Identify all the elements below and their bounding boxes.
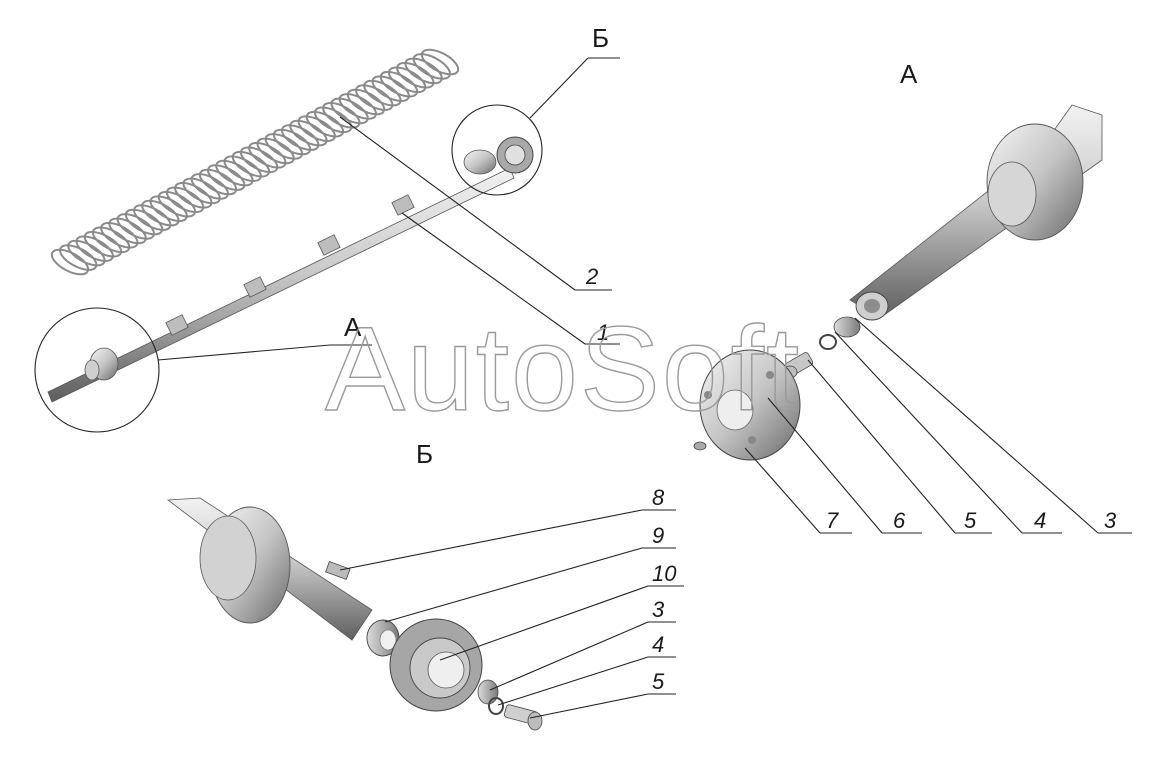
spring-coil [215, 159, 254, 187]
spring-coil [313, 106, 353, 134]
spring-coil [371, 75, 410, 103]
spring-coil [190, 173, 229, 200]
spring-coil [322, 101, 361, 129]
callout-3-a: 3 [1104, 508, 1117, 533]
callout-3-b: 3 [652, 597, 665, 622]
leader-lines [157, 57, 1132, 719]
detail-circle-a [34, 307, 160, 433]
spring-coil [198, 168, 238, 196]
key-8 [325, 561, 351, 580]
spring-coil [420, 48, 460, 76]
detail-a-assembly [693, 104, 1103, 461]
small-sprocket [496, 136, 534, 174]
view-label-b-top: Б [592, 23, 609, 53]
spring-coil [83, 230, 123, 258]
callout-6: 6 [893, 508, 906, 533]
view-label-b-detail: Б [416, 439, 433, 469]
spring-coil [289, 119, 328, 147]
spring-coil [412, 53, 451, 80]
spring-coil [305, 110, 345, 138]
view-label-a-right: А [900, 59, 918, 89]
spring-coil [404, 57, 443, 85]
spring-coil [396, 61, 435, 89]
callout-10: 10 [652, 561, 677, 586]
spring-coil [133, 204, 172, 231]
spring-coil [157, 190, 197, 218]
spring-coil [182, 177, 221, 205]
spring-coil [223, 155, 262, 183]
spring-coil [108, 217, 147, 245]
spring-coil [124, 208, 164, 236]
callout-8: 8 [652, 485, 665, 510]
spring-coil [363, 79, 402, 107]
spring-coil [264, 133, 303, 160]
spring-coil [116, 213, 155, 240]
spring-coil [248, 141, 287, 169]
spring-coil [297, 115, 336, 143]
spring-coil [330, 97, 369, 125]
watermark: AutoSoft [325, 302, 801, 436]
detail-circle-b [451, 104, 543, 196]
callout-4-a: 4 [1034, 508, 1046, 533]
spring-coil [165, 186, 205, 214]
spring-coil [355, 84, 394, 111]
sprocket-10 [389, 618, 483, 712]
spring-coil [149, 195, 188, 223]
spring-coil [207, 164, 246, 191]
callout-2: 2 [585, 264, 598, 289]
spring-coil [91, 226, 131, 254]
ring-4-b [488, 697, 504, 715]
ring-4-a [819, 334, 837, 350]
callout-7: 7 [826, 508, 839, 533]
spring-coil [174, 181, 213, 209]
spring-coil [75, 235, 114, 263]
washer-3-b [477, 679, 499, 705]
spring-coil [231, 150, 271, 178]
spring-coil [281, 124, 320, 151]
spring-part-2 [50, 48, 460, 276]
spring-coil [141, 199, 180, 227]
callout-4-b: 4 [652, 632, 664, 657]
callout-5-a: 5 [964, 508, 977, 533]
callout-9: 9 [652, 523, 664, 548]
spring-coil [67, 239, 106, 267]
spring-coil [338, 93, 377, 120]
spring-coil [379, 70, 419, 98]
spring-coil [239, 146, 279, 174]
detail-b-assembly [166, 497, 543, 731]
callout-5-b: 5 [652, 669, 665, 694]
view-label-a-left: А [344, 312, 362, 342]
washer-3-a [833, 316, 861, 338]
flange-6 [699, 349, 801, 461]
spring-coil [387, 66, 427, 94]
spring-coil [100, 221, 139, 249]
spring-coil [50, 248, 90, 276]
callout-1: 1 [597, 320, 609, 345]
spring-coil [272, 128, 312, 156]
spring-coil [59, 244, 98, 271]
screw-7 [693, 441, 707, 451]
spring-coil [346, 88, 386, 116]
shaft-part-1 [47, 136, 534, 403]
spring-coil [256, 137, 295, 165]
